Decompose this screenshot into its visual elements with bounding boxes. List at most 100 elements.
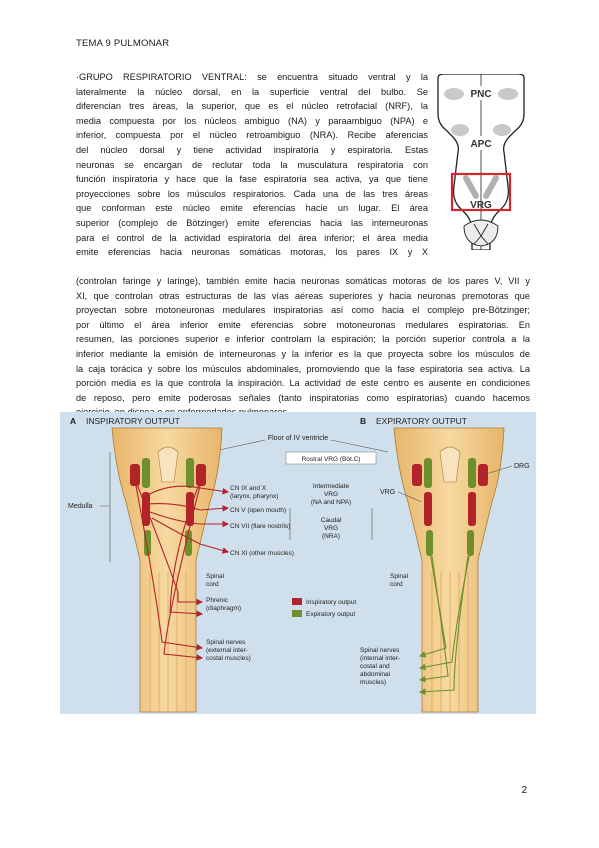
apc-label-bg bbox=[467, 136, 495, 150]
text-line: de reposo, pero emite poderosas señales … bbox=[76, 392, 530, 403]
spinal-cord-a-label: Spinal bbox=[206, 573, 225, 580]
caudal-vrg-b-left bbox=[426, 530, 433, 556]
spinal-section bbox=[463, 219, 499, 247]
brainstem-figure: PNC APC VRG bbox=[437, 74, 525, 250]
drg-label: DRG bbox=[514, 463, 530, 470]
intermediate-vrg-line1: Intermediate bbox=[313, 483, 350, 490]
legend-expiratory-label: Expiratory output bbox=[306, 611, 355, 618]
page-header: TEMA 9 PULMONAR bbox=[76, 38, 170, 49]
caudal-vrg-line1: Caudal bbox=[321, 517, 342, 524]
pnc-label: PNC bbox=[470, 89, 491, 100]
phrenic-sub-label: (diaphragm) bbox=[206, 605, 241, 612]
text-line: emite eferencias hacia neuronas somática… bbox=[76, 247, 428, 258]
spinal-nerves-a-line3: costal muscles) bbox=[206, 655, 251, 662]
text-line: lateralmente la núcleo dorsal, en la sup… bbox=[76, 86, 428, 97]
drg-leader bbox=[485, 465, 513, 475]
respiratory-output-figure: A INSPIRATORY OUTPUT B EXPIRATORY OUTPUT… bbox=[60, 412, 536, 714]
int-vrg-b-right bbox=[468, 492, 476, 526]
legend-expiratory-swatch bbox=[292, 610, 302, 617]
caudal-vrg-b-right bbox=[467, 530, 474, 556]
medulla-bracket bbox=[100, 452, 111, 562]
text-line: XI, que controlan otras estructuras de l… bbox=[76, 290, 530, 301]
spinal-nerves-b-line1: Spinal nerves bbox=[360, 647, 400, 654]
drg-right-inspiratory bbox=[196, 464, 206, 486]
vrg-b-leader bbox=[397, 491, 423, 503]
botc-b-right bbox=[468, 458, 476, 488]
panel-b-labels: Spinal cord Spinal nerves (internal inte… bbox=[360, 573, 409, 686]
cn-ix-x-sub-label: (larynx, pharynx) bbox=[230, 493, 278, 500]
cn-vii-label: CN VII (flare nostrils) bbox=[230, 523, 290, 530]
caudal-vrg-right bbox=[185, 530, 192, 556]
text-line: que conforman este núcleo emite eferenci… bbox=[76, 203, 428, 214]
text-line: proyecciones sobre los músculos respirat… bbox=[76, 188, 428, 199]
text-line: neuronas se encargan de reclutar toda la… bbox=[76, 159, 428, 170]
vrg-highlight-box bbox=[450, 172, 512, 212]
vrg-b-label: VRG bbox=[380, 489, 395, 496]
medulla-label: Medulla bbox=[68, 503, 93, 510]
floor-label: Floor of IV ventricle bbox=[268, 435, 328, 442]
spinal-nerves-b-line2: (internal inter- bbox=[360, 655, 400, 662]
botc-right bbox=[186, 458, 194, 488]
botc-b-left bbox=[424, 458, 432, 488]
spinal-nerves-b-line4: abdominal bbox=[360, 671, 391, 678]
vrg-label: VRG bbox=[470, 200, 492, 211]
caudal-vrg-line3: (NRA) bbox=[322, 533, 340, 540]
spinal-nerves-b-line5: muscles) bbox=[360, 679, 386, 686]
spinal-nerves-a-line2: (external inter- bbox=[206, 647, 248, 654]
text-line: la caja torácica y sobre los músculos ab… bbox=[76, 363, 530, 374]
text-line: superior (complejo de Bötzinger) emite e… bbox=[76, 217, 428, 228]
rostral-vrg-label: Rostral VRG (Böt.C) bbox=[302, 456, 361, 463]
text-line: para el control de la actividad espirato… bbox=[76, 232, 428, 243]
paragraph-wide: (controlan faringe y laringe), también e… bbox=[76, 274, 530, 420]
text-line: diferencian tres áreas, la superior, que… bbox=[76, 101, 428, 112]
text-line: (controlan faringe y laringe), también e… bbox=[76, 276, 530, 286]
cn-v-label: CN V (open mouth) bbox=[230, 507, 286, 514]
panel-b-title: EXPIRATORY OUTPUT bbox=[376, 416, 467, 426]
caudal-bracket bbox=[289, 508, 373, 540]
legend: Inspiratory output Expiratory output bbox=[292, 598, 356, 618]
spinal-cord-b-sub-label: cord bbox=[390, 581, 403, 588]
rostral-vrg-box bbox=[285, 451, 377, 465]
legend-inspiratory-swatch bbox=[292, 598, 302, 605]
panel-b-letter: B bbox=[360, 416, 366, 426]
text-line: media compuesta por los núcleos ambiguo … bbox=[76, 115, 428, 126]
panel-a-title: INSPIRATORY OUTPUT bbox=[86, 416, 180, 426]
pnc-right-nucleus bbox=[498, 88, 518, 100]
spinal-grey-matter bbox=[473, 223, 489, 245]
spinal-cord-a-sub-label: cord bbox=[206, 581, 219, 588]
spinal-cord-b-label: Spinal bbox=[390, 573, 409, 580]
drg-b-right bbox=[478, 464, 488, 486]
apc-label: APC bbox=[470, 139, 491, 150]
panel-a-brainstem bbox=[111, 427, 223, 713]
phrenic-label: Phrenic bbox=[206, 597, 229, 604]
apc-left-nucleus bbox=[451, 124, 469, 136]
text-line: por último el área inferior emite eferen… bbox=[76, 319, 530, 330]
drg-left-inspiratory bbox=[130, 464, 140, 486]
pnc-left-nucleus bbox=[444, 88, 464, 100]
drg-b-left bbox=[412, 464, 422, 486]
vrg-columns bbox=[463, 175, 499, 199]
panel-b-brainstem bbox=[393, 427, 505, 713]
int-vrg-left bbox=[142, 492, 150, 526]
text-line: proyectan sobre motoneuronas medulares i… bbox=[76, 305, 530, 316]
caudal-vrg-line2: VRG bbox=[324, 525, 338, 532]
paragraph-narrow: ·GRUPO RESPIRATORIO VENTRAL: se encuentr… bbox=[76, 70, 428, 260]
text-line: del núcleo dorsal y tiene actividad insp… bbox=[76, 144, 428, 155]
text-line: inferior mediante la emisión de interneu… bbox=[76, 348, 530, 359]
legend-inspiratory-label: Inspiratory output bbox=[306, 599, 356, 606]
text-line: inferior, compuesta por el núcleo retroa… bbox=[76, 130, 428, 141]
cn-ix-x-label: CN IX and X bbox=[230, 485, 267, 492]
page-number: 2 bbox=[521, 785, 527, 796]
intermediate-vrg-line2: VRG bbox=[324, 491, 338, 498]
cranial-nerve-labels: CN IX and X (larynx, pharynx) CN V (open… bbox=[206, 485, 294, 662]
inspiratory-pathways-a bbox=[135, 481, 230, 661]
intermediate-vrg-line3: (NA and NPA) bbox=[311, 499, 351, 506]
expiratory-pathways-b bbox=[418, 551, 471, 695]
spinal-nerves-a-label: Spinal nerves bbox=[206, 639, 246, 646]
apc-right-nucleus bbox=[493, 124, 511, 136]
int-vrg-b-left bbox=[424, 492, 432, 526]
panel-a-letter: A bbox=[70, 416, 76, 426]
text-line: resumen, las porciones superior e inferi… bbox=[76, 334, 530, 345]
cn-xi-label: CN XI (other muscles) bbox=[230, 550, 294, 557]
text-line: ·GRUPO RESPIRATORIO VENTRAL: se encuentr… bbox=[76, 72, 428, 82]
